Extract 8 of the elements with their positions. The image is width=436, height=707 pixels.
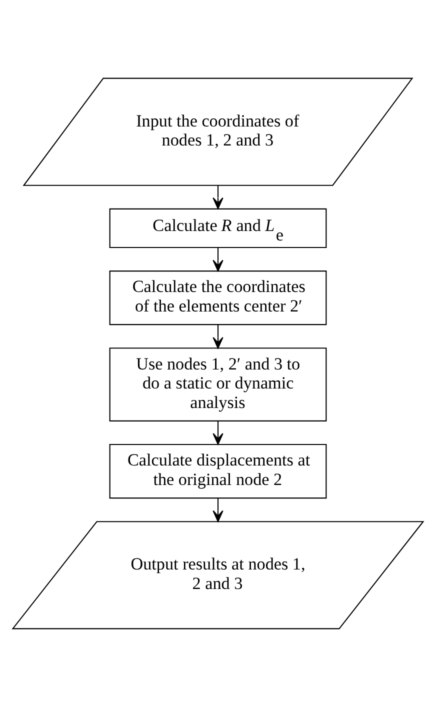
arrow (212, 421, 224, 445)
arrow (212, 186, 224, 210)
node-box: Calculate the coordinates of the elements center 2′ (109, 270, 327, 326)
arrow (212, 248, 224, 272)
node-box: Calculate displacements at the original node 2 (109, 444, 327, 499)
arrow (212, 324, 224, 349)
node-box: Use nodes 1, 2′ and 3 to do a static or dynamic analysis (109, 348, 327, 422)
arrow (212, 498, 224, 522)
